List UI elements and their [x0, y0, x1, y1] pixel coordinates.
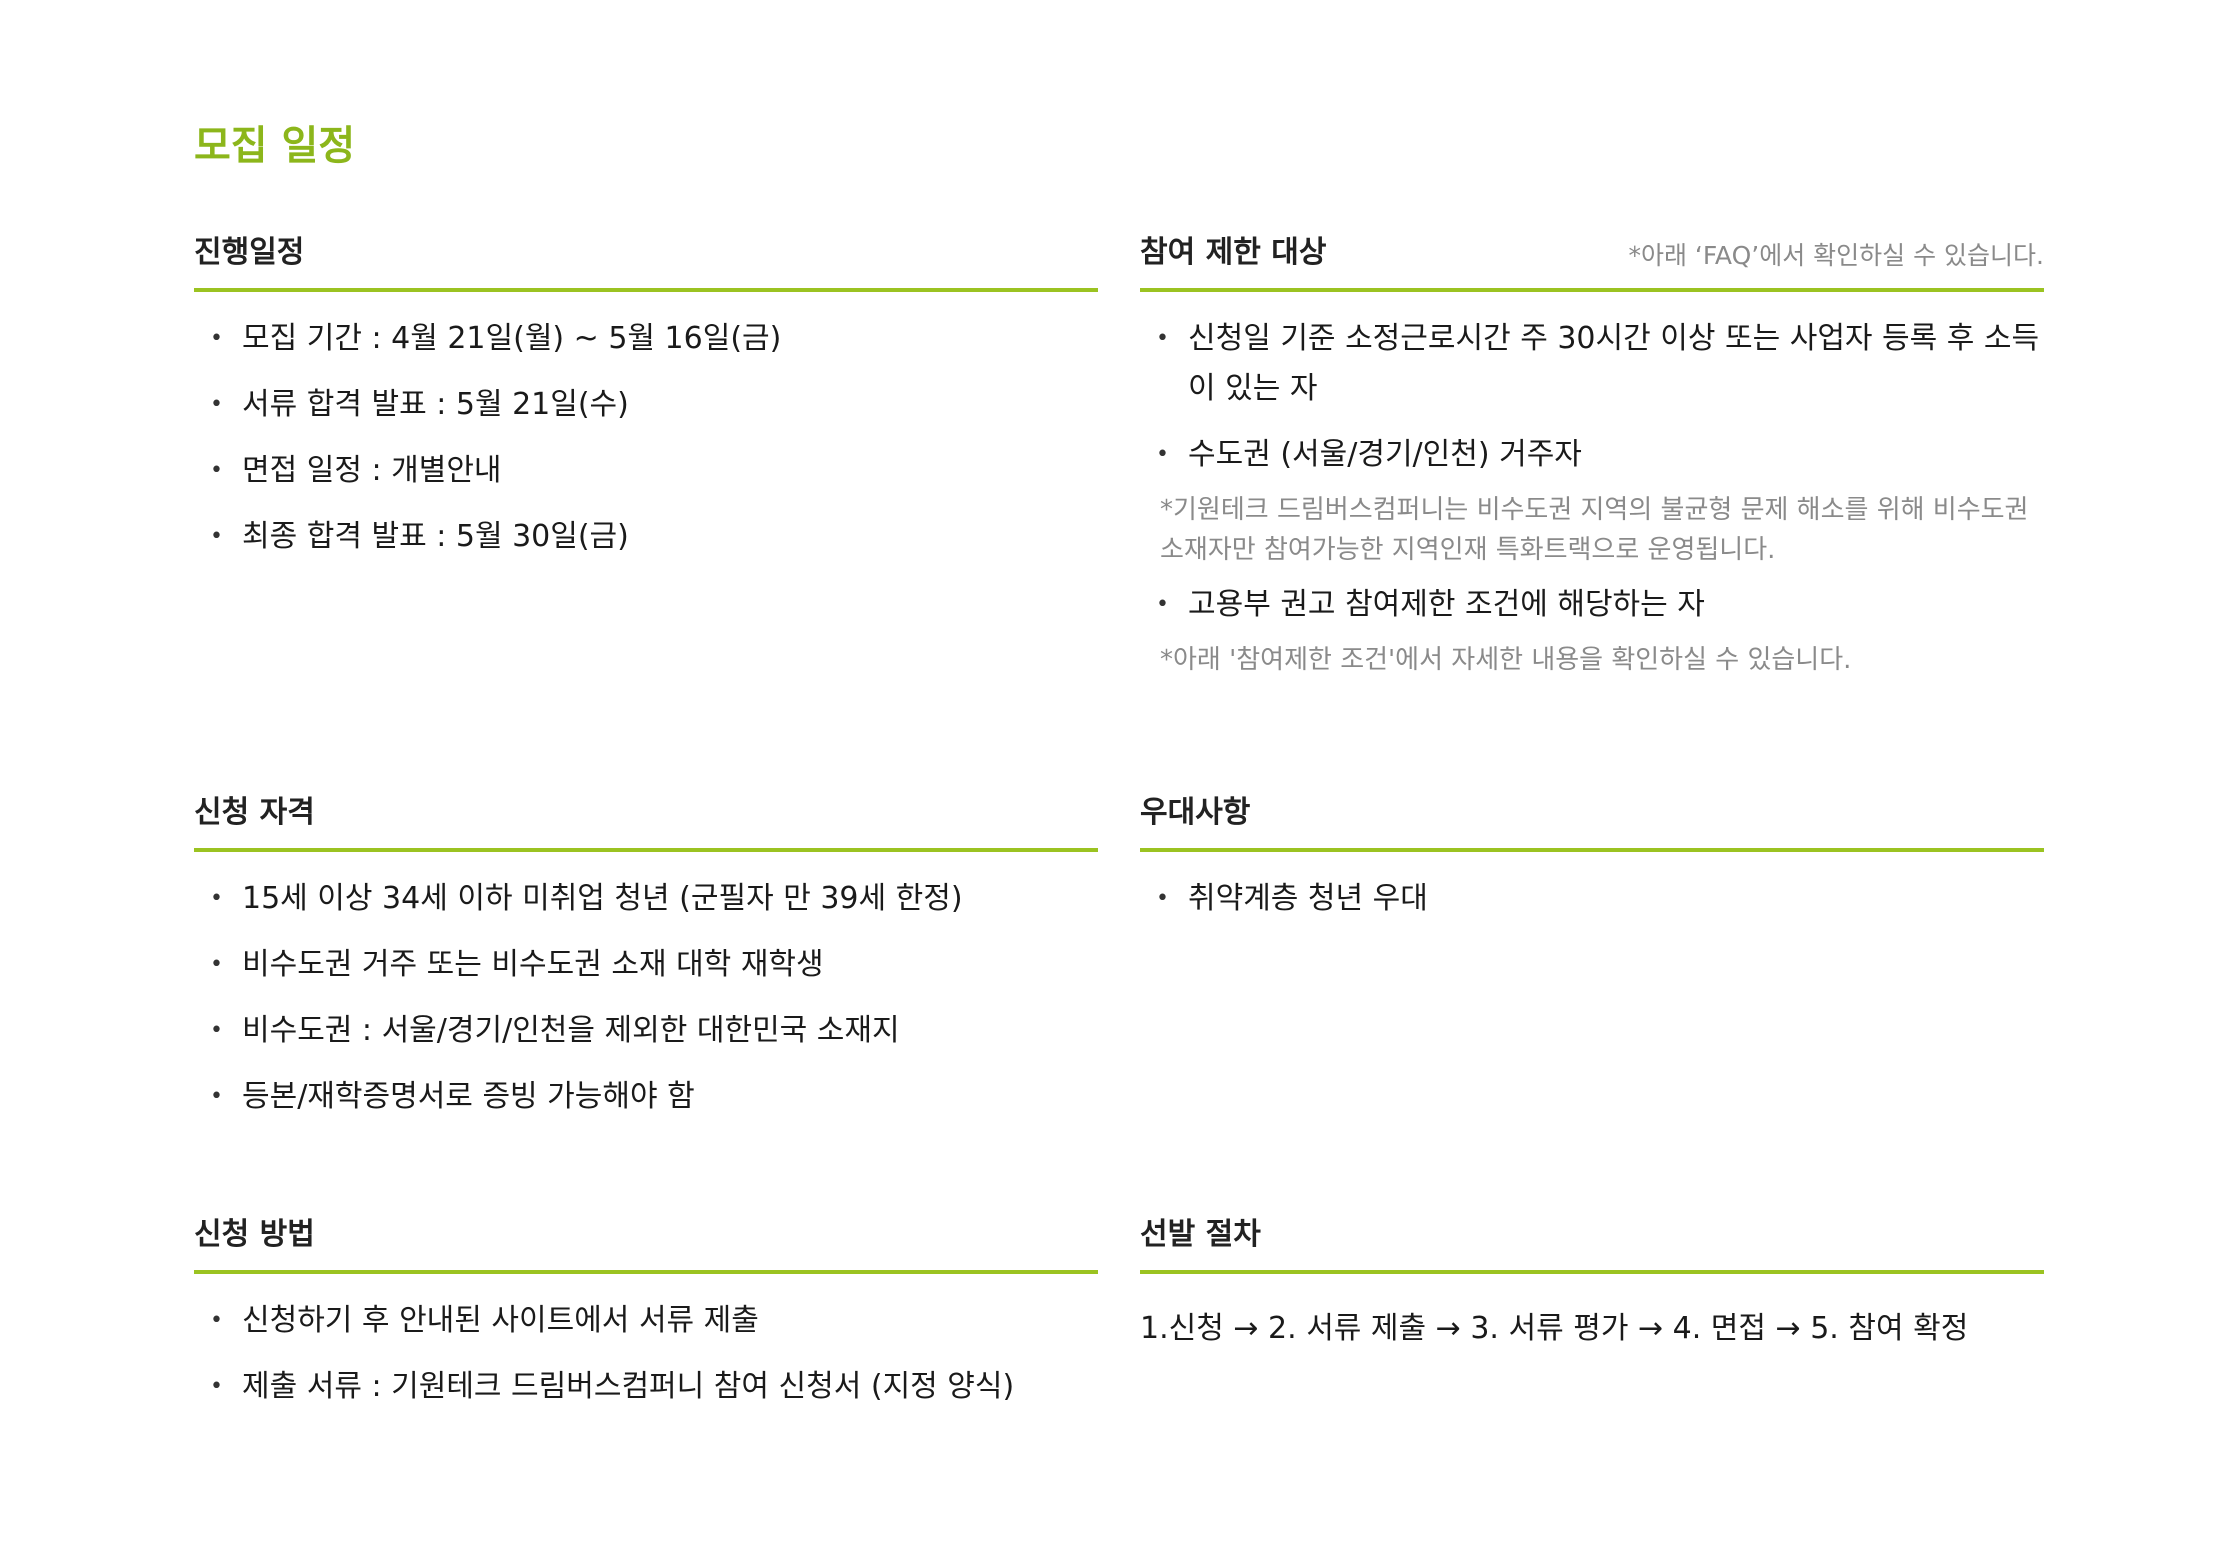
- restrictions-title: 참여 제한 대상: [1140, 235, 1327, 270]
- list-item: 서류 합격 발표 : 5월 21일(수): [194, 380, 1098, 430]
- eligibility-title: 신청 자격: [194, 795, 315, 830]
- list-item: 등본/재학증명서로 증빙 가능해야 함: [194, 1072, 1098, 1122]
- region-note: *기원테크 드림버스컴퍼니는 비수도권 지역의 불균형 문제 해소를 위해 비수…: [1160, 495, 2029, 565]
- page-title: 모집 일정: [194, 123, 356, 169]
- restrictions-list: 신청일 기준 소정근로시간 주 30시간 이상 또는 사업자 등록 후 소득이 …: [1140, 292, 2044, 680]
- faq-note: *아래 ‘FAQ’에서 확인하실 수 있습니다.: [1628, 241, 2044, 270]
- preference-section: 우대사항 취약계층 청년 우대: [1140, 784, 2044, 940]
- eligibility-header: 신청 자격: [194, 784, 1098, 852]
- selection-title: 선발 절차: [1140, 1217, 1261, 1252]
- schedule-section: 진행일정 모집 기간 : 4월 21일(월) ~ 5월 16일(금) 서류 합격…: [194, 224, 1098, 578]
- method-list: 신청하기 후 안내된 사이트에서 서류 제출 제출 서류 : 기원테크 드림버스…: [194, 1274, 1098, 1412]
- method-header: 신청 방법: [194, 1206, 1098, 1274]
- list-item: 면접 일정 : 개별안내: [194, 446, 1098, 496]
- list-item: 고용부 권고 참여제한 조건에 해당하는 자: [1140, 580, 2044, 630]
- schedule-title: 진행일정: [194, 235, 305, 270]
- list-item: 15세 이상 34세 이하 미취업 청년 (군필자 만 39세 한정): [194, 874, 1098, 924]
- selection-section: 선발 절차 1.신청 → 2. 서류 제출 → 3. 서류 평가 → 4. 면접…: [1140, 1206, 2044, 1354]
- schedule-header: 진행일정: [194, 224, 1098, 292]
- list-item: 신청하기 후 안내된 사이트에서 서류 제출: [194, 1296, 1098, 1346]
- restrictions-header: 참여 제한 대상 *아래 ‘FAQ’에서 확인하실 수 있습니다.: [1140, 224, 2044, 292]
- preference-header: 우대사항: [1140, 784, 2044, 852]
- list-item: 최종 합격 발표 : 5월 30일(금): [194, 512, 1098, 562]
- list-item: 제출 서류 : 기원테크 드림버스컴퍼니 참여 신청서 (지정 양식): [194, 1362, 1098, 1412]
- restrictions-section: 참여 제한 대상 *아래 ‘FAQ’에서 확인하실 수 있습니다. 신청일 기준…: [1140, 224, 2044, 690]
- selection-header: 선발 절차: [1140, 1206, 2044, 1274]
- schedule-list: 모집 기간 : 4월 21일(월) ~ 5월 16일(금) 서류 합격 발표 :…: [194, 292, 1098, 562]
- list-item: 비수도권 : 서울/경기/인천을 제외한 대한민국 소재지: [194, 1006, 1098, 1056]
- list-item: 수도권 (서울/경기/인천) 거주자: [1140, 430, 2044, 480]
- selection-process: 1.신청 → 2. 서류 제출 → 3. 서류 평가 → 4. 면접 → 5. …: [1140, 1311, 1969, 1346]
- list-item: 신청일 기준 소정근로시간 주 30시간 이상 또는 사업자 등록 후 소득이 …: [1140, 314, 2044, 414]
- eligibility-section: 신청 자격 15세 이상 34세 이하 미취업 청년 (군필자 만 39세 한정…: [194, 784, 1098, 1138]
- list-item: 비수도권 거주 또는 비수도권 소재 대학 재학생: [194, 940, 1098, 990]
- preference-title: 우대사항: [1140, 795, 1251, 830]
- preference-list: 취약계층 청년 우대: [1140, 852, 2044, 924]
- list-item: 모집 기간 : 4월 21일(월) ~ 5월 16일(금): [194, 314, 1098, 364]
- method-title: 신청 방법: [194, 1217, 315, 1252]
- method-section: 신청 방법 신청하기 후 안내된 사이트에서 서류 제출 제출 서류 : 기원테…: [194, 1206, 1098, 1428]
- condition-note: *아래 '참여제한 조건'에서 자세한 내용을 확인하실 수 있습니다.: [1160, 645, 1852, 675]
- eligibility-list: 15세 이상 34세 이하 미취업 청년 (군필자 만 39세 한정) 비수도권…: [194, 852, 1098, 1122]
- list-item: 취약계층 청년 우대: [1140, 874, 2044, 924]
